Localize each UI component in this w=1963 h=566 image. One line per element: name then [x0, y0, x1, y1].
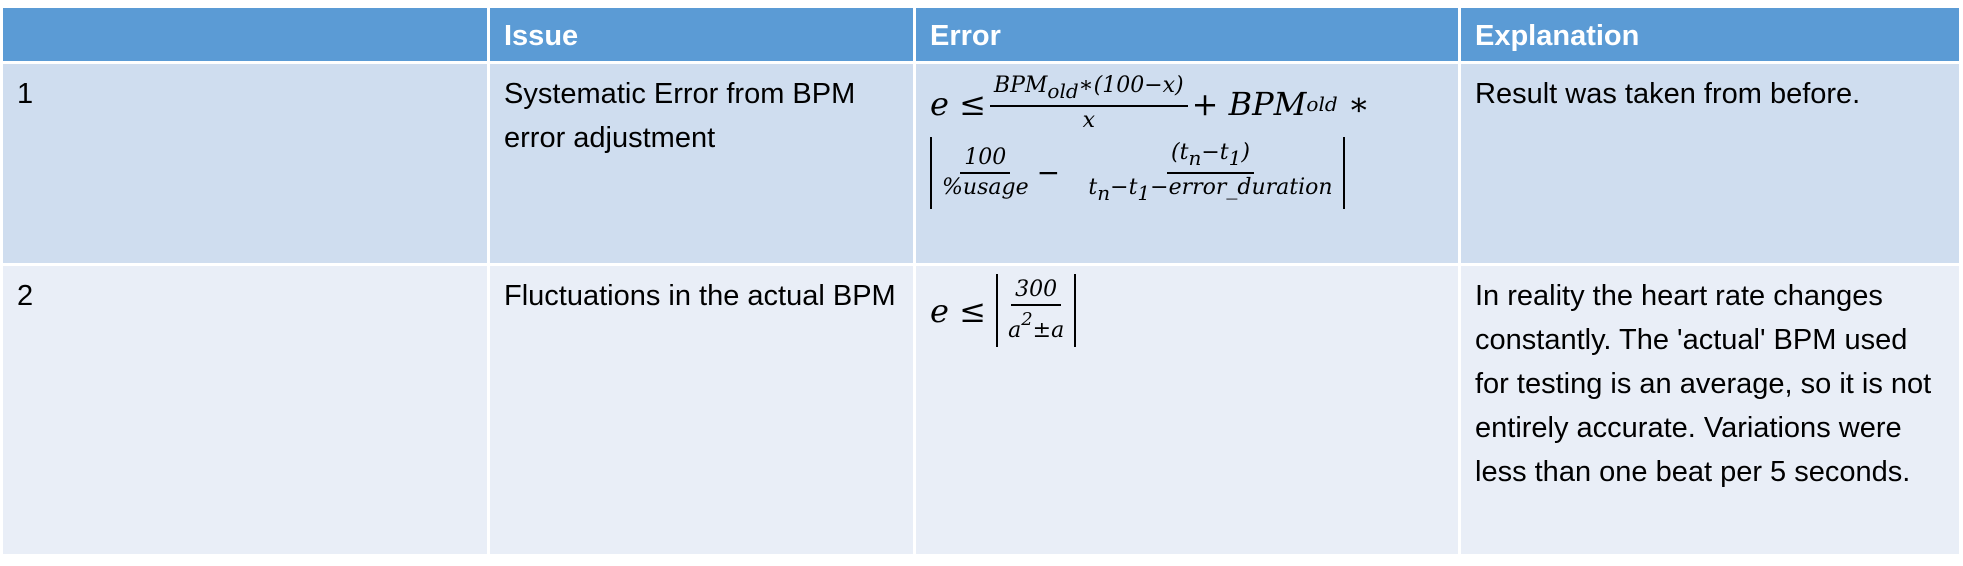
header-explanation: Explanation [1461, 8, 1959, 64]
frac-numerator-mid: −t [1201, 140, 1229, 165]
subscript: old [1306, 91, 1338, 116]
fraction: (tn−t1) tn−t1−error_duration [1084, 139, 1336, 207]
error-table: Issue Error Explanation 1 Systematic Err… [3, 8, 1959, 554]
absolute-value: 300 a2±a [996, 274, 1077, 347]
formula: e ≤ 300 a2±a [930, 274, 1444, 347]
subscript: old [1047, 79, 1079, 103]
subscript: 1 [1137, 181, 1151, 205]
formula-e: e [930, 84, 949, 123]
frac-denominator: t [1088, 175, 1098, 200]
frac-numerator: 300 [1011, 276, 1062, 306]
fraction: 300 a2±a [1004, 276, 1068, 345]
subscript: n [1188, 146, 1202, 170]
frac-numerator-rest: ∗(100−x) [1078, 73, 1184, 98]
frac-denominator-mid: −t [1110, 175, 1138, 200]
frac-numerator: (t [1171, 140, 1189, 165]
formula-plus: + BPM [1191, 84, 1307, 123]
formula-e: e [930, 291, 949, 330]
table-row: 2 Fluctuations in the actual BPM e ≤ 300… [3, 266, 1959, 554]
row-number: 1 [3, 64, 490, 266]
absolute-value: 100 %usage − (tn−t1) tn−t1−error_duratio… [930, 137, 1345, 209]
explanation-text: Result was taken from before. [1461, 64, 1959, 266]
header-issue: Issue [490, 8, 916, 64]
frac-denominator-end: ±a [1032, 318, 1065, 343]
table-row: 1 Systematic Error from BPM error adjust… [3, 64, 1959, 266]
explanation-text: In reality the heart rate changes consta… [1461, 266, 1959, 554]
formula-leq: ≤ [959, 291, 986, 330]
frac-denominator: a [1008, 318, 1022, 343]
frac-numerator: BPM [993, 73, 1048, 98]
superscript: 2 [1021, 309, 1033, 330]
issue-text: Fluctuations in the actual BPM [490, 266, 916, 554]
header-row: Issue Error Explanation [3, 8, 1959, 64]
error-formula: e ≤ 300 a2±a [916, 266, 1461, 554]
frac-numerator: 100 [960, 144, 1011, 174]
formula-minus: − [1036, 156, 1061, 189]
fraction: BPMold∗(100−x) x [989, 72, 1188, 135]
frac-denominator: %usage [942, 175, 1029, 200]
formula-star: ∗ [1347, 84, 1370, 123]
header-number [3, 8, 490, 64]
formula-leq: ≤ [959, 84, 986, 123]
fraction: 100 %usage [938, 144, 1033, 202]
frac-numerator-end: ) [1241, 140, 1250, 165]
header-error: Error [916, 8, 1461, 64]
subscript: 1 [1228, 146, 1242, 170]
row-number: 2 [3, 266, 490, 554]
frac-denominator: x [1082, 108, 1095, 133]
issue-text: Systematic Error from BPM error adjustme… [490, 64, 916, 266]
subscript: n [1097, 181, 1111, 205]
frac-denominator-end: −error_duration [1150, 175, 1333, 200]
